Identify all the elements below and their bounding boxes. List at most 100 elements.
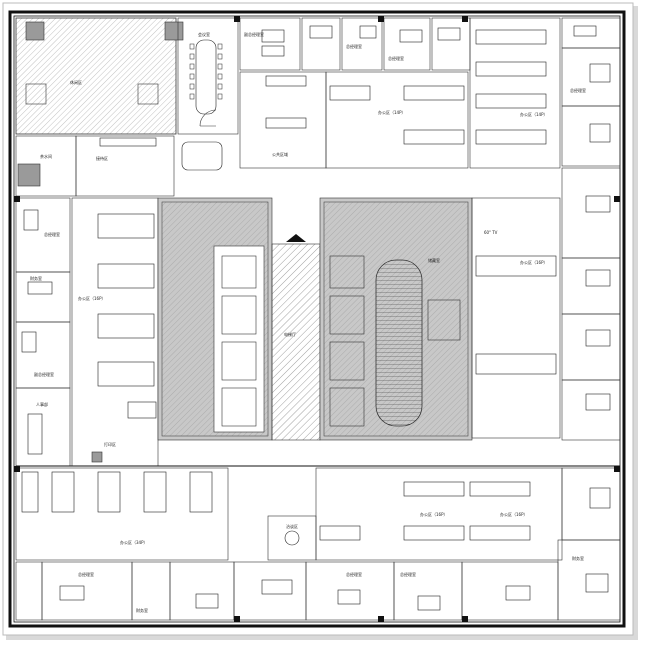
tea-room-label: 茶水间 [40, 153, 52, 159]
desk [359, 25, 377, 39]
finance-label: 财务室 [30, 275, 42, 281]
desk-cluster [475, 29, 547, 145]
shaft [427, 299, 461, 341]
door [199, 109, 217, 127]
manager-label: 总经理室 [346, 43, 362, 49]
vp-office-label: 副总经理室 [244, 31, 264, 37]
open-office-top-right [469, 17, 561, 169]
outer-wall [8, 10, 626, 628]
desk [417, 595, 441, 611]
right-side: 办公区（16P） 60" TV [471, 167, 621, 441]
restroom-cells [213, 245, 265, 433]
desk [23, 209, 39, 231]
lounge-rug [25, 83, 47, 105]
desk [585, 195, 611, 213]
top-row: 休闲区 会议室 副总经理室 总经理室 总经理室 [15, 17, 621, 169]
lounge-label: 休闲区 [70, 79, 82, 85]
desk [27, 413, 43, 455]
manager-label-2: 总经理室 [346, 571, 362, 577]
print-label: 打印区 [104, 441, 116, 447]
vp-label: 副总经理室 [34, 371, 54, 377]
sofa [265, 117, 307, 129]
central-core: 电梯厅 储藏室 [157, 197, 473, 441]
reception-counter [99, 137, 157, 147]
meeting-chairs [189, 43, 223, 100]
desk [589, 487, 611, 509]
lobby-label: 电梯厅 [284, 331, 296, 337]
office [561, 379, 621, 441]
lounge-rug [137, 83, 159, 105]
lobby [271, 243, 321, 441]
open-office-label: 办公区（16P） [500, 511, 528, 517]
round-table [284, 530, 300, 546]
office [557, 539, 621, 621]
desk [309, 25, 333, 39]
desk [399, 29, 423, 43]
desk [437, 27, 461, 41]
finance-label: 财务室 [136, 607, 148, 613]
sofa [127, 401, 157, 419]
office [383, 17, 431, 71]
staircase [375, 259, 423, 427]
open-office-label: 办公区（14P） [520, 111, 548, 117]
open-office-left: 办公区（16P） 打印区 [71, 197, 159, 467]
desk [589, 123, 611, 143]
tv-label: 60" TV [484, 230, 498, 235]
desk [27, 281, 53, 295]
manager-label-3: 总经理室 [570, 87, 586, 93]
finance-label-right: 财务室 [572, 555, 584, 561]
manager-label: 总经理室 [78, 571, 94, 577]
desk [59, 585, 85, 601]
open-office-label: 办公区（14P） [378, 109, 406, 115]
office [239, 17, 301, 71]
sofa [265, 75, 307, 87]
public-area-label: 公共区域 [272, 151, 288, 157]
reception-row: 茶水间 接待区 公共区域 办公区（14P） [15, 71, 469, 197]
bottom-row: 办公区（34P） 洽谈区 办公区（16P） 办公区（16P） 总经理室 财务室 … [15, 467, 621, 621]
open-office-right [471, 197, 561, 439]
manager-label-2: 总经理室 [388, 55, 404, 61]
storage-label: 储藏室 [428, 257, 440, 263]
desk [261, 29, 285, 43]
desk [21, 331, 37, 353]
lobby-arrow [286, 234, 306, 242]
office [341, 17, 383, 71]
office [301, 17, 341, 71]
open-office-label: 办公区（16P） [520, 259, 548, 265]
manager-label: 总经理室 [44, 231, 60, 237]
desk-cluster [329, 85, 465, 145]
desk [585, 269, 611, 287]
desk [261, 579, 293, 595]
desk [585, 573, 609, 593]
sofa [181, 141, 223, 171]
rest-area-label: 洽谈区 [286, 523, 298, 529]
open-office-label: 办公区（34P） [120, 539, 148, 545]
pantry-counter [17, 163, 41, 187]
dark-block [25, 21, 45, 41]
manager-label-3: 总经理室 [400, 571, 416, 577]
desk [573, 25, 597, 37]
desk [589, 63, 611, 83]
open-office-14p [325, 71, 469, 169]
reception-label: 接待区 [96, 155, 108, 161]
open-office-label: 办公区（16P） [78, 295, 106, 301]
dark-block [164, 21, 184, 41]
open-office-34p-bottom [15, 467, 229, 561]
meeting-room [177, 17, 239, 135]
printer [91, 451, 103, 463]
meeting-table [195, 39, 217, 115]
desk [585, 329, 611, 347]
columns [14, 16, 620, 622]
desk [261, 45, 285, 57]
hr-label: 人事部 [36, 401, 48, 407]
office [561, 105, 621, 167]
left-column: 总经理室 财务室 副总经理室 人事部 [15, 197, 71, 467]
reception [75, 135, 175, 197]
desk [195, 593, 219, 609]
desk [585, 393, 611, 411]
open-office-label: 办公区（16P） [420, 511, 448, 517]
desk [337, 589, 361, 605]
meeting-room-label: 会议室 [198, 31, 210, 37]
desk [505, 585, 531, 601]
